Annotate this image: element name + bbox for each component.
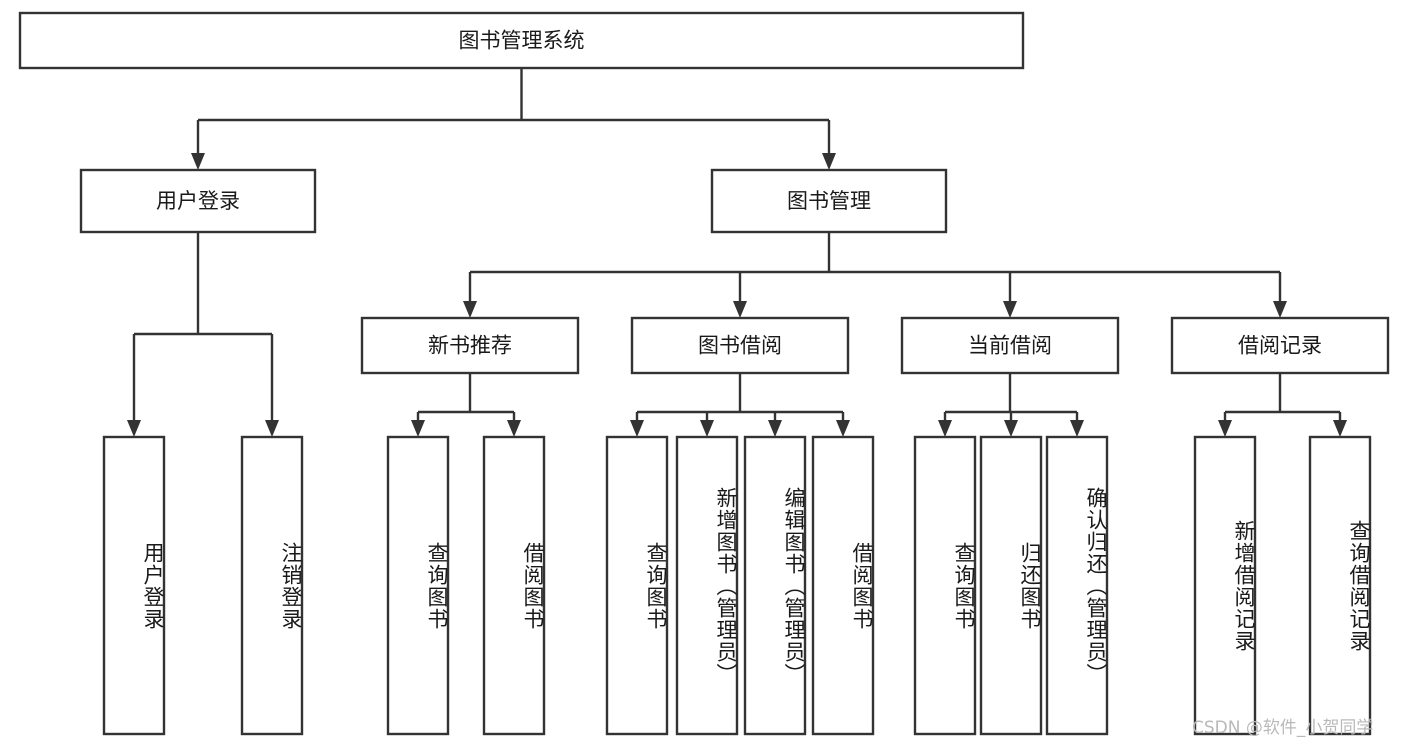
arrow-head-icon [630,420,644,437]
arrow-head-icon [768,420,782,437]
arrow-head-icon [265,420,279,437]
node-确认归还管理员[interactable] [1045,435,1109,736]
node-新书推荐[interactable] [360,316,580,375]
node-当前借阅[interactable] [900,316,1120,375]
arrow-head-icon [411,420,425,437]
connector-layer [127,68,1347,437]
node-查询图书[interactable] [386,435,450,736]
node-查询借阅记录[interactable] [1308,435,1372,736]
node-编辑图书管理员[interactable] [743,435,807,736]
node-图书管理系统[interactable] [18,11,1025,70]
arrow-head-icon [1070,420,1084,437]
arrow-head-icon [463,301,477,318]
node-注销登录[interactable] [240,435,304,736]
arrow-head-icon [191,153,205,170]
arrow-head-icon [822,153,836,170]
node-借阅图书[interactable] [482,435,546,736]
node-新增借阅记录[interactable] [1193,435,1257,736]
arrow-head-icon [733,301,747,318]
node-用户登录-label: 用户登录 [156,189,240,213]
arrow-head-icon [1004,420,1018,437]
node-借阅记录[interactable] [1170,316,1390,375]
node-归还图书[interactable] [979,435,1043,736]
csdn-watermark: CSDN @软件_小贺同学 [1192,718,1374,738]
node-用户登录[interactable] [102,435,166,736]
node-借阅图书[interactable] [811,435,875,736]
node-图书管理-label: 图书管理 [787,189,871,213]
arrow-head-icon [938,420,952,437]
node-查询图书[interactable] [605,435,669,736]
node-用户登录[interactable] [79,168,317,234]
node-图书管理系统-label: 图书管理系统 [459,29,585,53]
arrow-head-icon [1218,420,1232,437]
node-图书借阅[interactable] [630,316,850,375]
node-借阅记录-label: 借阅记录 [1238,334,1322,358]
arrow-head-icon [1333,420,1347,437]
node-查询图书[interactable] [913,435,977,736]
arrow-head-icon [1003,301,1017,318]
arrow-head-icon [507,420,521,437]
node-图书管理[interactable] [710,168,948,234]
arrow-head-icon [127,420,141,437]
arrow-head-icon [836,420,850,437]
node-新增图书管理员[interactable] [675,435,739,736]
node-当前借阅-label: 当前借阅 [968,334,1052,358]
node-box-layer [18,11,1390,736]
node-新书推荐-label: 新书推荐 [428,334,512,358]
arrow-head-icon [1273,301,1287,318]
node-图书借阅-label: 图书借阅 [698,334,782,358]
arrow-head-icon [700,420,714,437]
